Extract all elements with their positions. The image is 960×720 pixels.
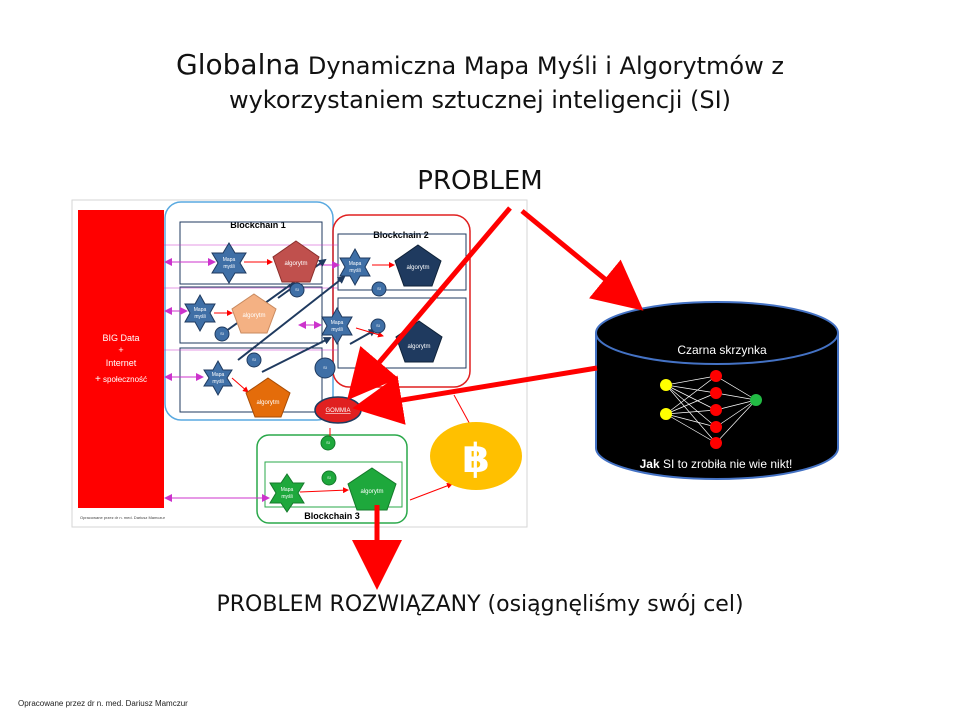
blockchain-3-label: Blockchain 3 <box>304 511 360 521</box>
bitcoin-icon: ฿ <box>462 436 490 482</box>
arrow-problem-to-blackbox <box>520 209 644 311</box>
svg-text:myśli: myśli <box>194 314 205 320</box>
mind-map-star: Mapa myśli <box>211 242 247 284</box>
si-node: SI <box>370 318 386 334</box>
big-data-line1: BIG Data <box>102 333 139 343</box>
svg-text:SI: SI <box>327 475 331 480</box>
si-node: SI <box>320 435 336 451</box>
svg-text:Mapa: Mapa <box>349 261 362 267</box>
svg-text:algorytm: algorytm <box>406 265 429 271</box>
bitcoin-coin: ฿ <box>430 422 522 490</box>
big-data-block: BIG Data + Internet + społeczność <box>78 210 164 508</box>
problem-label: PROBLEM <box>417 166 543 196</box>
svg-text:myśli: myśli <box>281 494 292 500</box>
blockchain-1-label: Blockchain 1 <box>230 220 286 230</box>
title-line1-rest: Dynamiczna Mapa Myśli i Algorytmów z <box>307 52 784 80</box>
mind-map-star: Mapa myśli <box>321 306 353 346</box>
algorithm-pentagon: algorytm <box>245 377 291 418</box>
mind-map-star: Mapa myśli <box>269 473 305 513</box>
black-box-title: Czarna skrzynka <box>677 343 767 357</box>
algorithm-pentagon: algorytm <box>394 244 442 287</box>
si-node: SI <box>246 352 262 368</box>
svg-text:algorytm: algorytm <box>242 313 265 319</box>
arrow-problem-to-gommia <box>347 206 512 401</box>
svg-text:algorytm: algorytm <box>407 344 430 350</box>
algorithm-pentagon: algorytm <box>272 240 320 283</box>
svg-text:SI: SI <box>323 365 327 370</box>
svg-text:myśli: myśli <box>331 327 342 333</box>
blockchain-2-label: Blockchain 2 <box>373 230 429 240</box>
arrow-blackbox-to-gommia <box>352 365 598 425</box>
svg-text:Mapa: Mapa <box>331 320 344 326</box>
solved-label: PROBLEM ROZWIĄZANY (osiągnęliśmy swój ce… <box>216 592 744 617</box>
mind-map-star: Mapa myśli <box>184 293 216 333</box>
algorithm-pentagons: algorytm algorytm algorytm algorytm algo… <box>231 240 443 511</box>
si-node: SI <box>214 326 230 342</box>
algorithm-pentagon: algorytm <box>347 467 397 511</box>
si-node: SI <box>289 282 305 298</box>
blockchain-3: Blockchain 3 <box>256 434 408 524</box>
svg-text:SI: SI <box>295 287 299 292</box>
author-credit: Opracowane przez dr n. med. Dariusz Mamc… <box>18 699 188 708</box>
slide-title: Globalna Dynamiczna Mapa Myśli i Algoryt… <box>0 48 960 117</box>
title-line2: wykorzystaniem sztucznej inteligencji (S… <box>228 86 732 114</box>
svg-text:SI: SI <box>326 440 330 445</box>
data-links <box>164 244 340 502</box>
black-box-caption: Jak SI to zrobiła nie wie nikt! <box>640 457 793 471</box>
gommia-node: GOMMIA <box>314 396 362 424</box>
mind-map-stars: Mapa myśli Mapa myśli Mapa myśli Mapa my… <box>184 242 371 513</box>
black-box: Czarna skrzynka Jak SI to zrobiła nie wi… <box>595 301 839 480</box>
red-connectors <box>214 259 473 501</box>
mind-map-star: Mapa myśli <box>339 247 371 287</box>
svg-text:SI: SI <box>252 357 256 362</box>
big-data-line3: + społeczność <box>95 374 147 385</box>
svg-text:algorytm: algorytm <box>360 489 383 495</box>
svg-text:algorytm: algorytm <box>284 261 307 267</box>
main-arrows <box>347 206 644 590</box>
svg-text:myśli: myśli <box>349 268 360 274</box>
title-word-globalna: Globalna <box>176 48 301 81</box>
svg-text:Mapa: Mapa <box>194 307 207 313</box>
big-data-line2: Internet <box>106 358 137 368</box>
mind-map-star: Mapa myśli <box>203 359 233 397</box>
inner-credit: Opracowane przez dr n. med. Dariusz Mamc… <box>80 515 166 520</box>
svg-text:Mapa: Mapa <box>281 487 294 493</box>
svg-text:myśli: myśli <box>212 379 223 385</box>
svg-text:algorytm: algorytm <box>256 400 279 406</box>
svg-text:SI: SI <box>376 323 380 328</box>
svg-text:myśli: myśli <box>223 264 234 270</box>
si-nodes: SI SI SI SI SI SI SI SI <box>214 281 387 486</box>
gommia-label: GOMMIA <box>326 408 351 414</box>
si-node: SI <box>321 470 337 486</box>
si-node: SI <box>314 357 336 379</box>
si-node: SI <box>371 281 387 297</box>
algorithm-pentagon: algorytm <box>231 293 277 334</box>
neural-network-icon <box>660 370 762 449</box>
svg-text:SI: SI <box>220 331 224 336</box>
big-data-plus1: + <box>118 345 123 355</box>
svg-text:Mapa: Mapa <box>223 257 236 263</box>
svg-text:Mapa: Mapa <box>212 372 225 378</box>
svg-text:SI: SI <box>377 286 381 291</box>
